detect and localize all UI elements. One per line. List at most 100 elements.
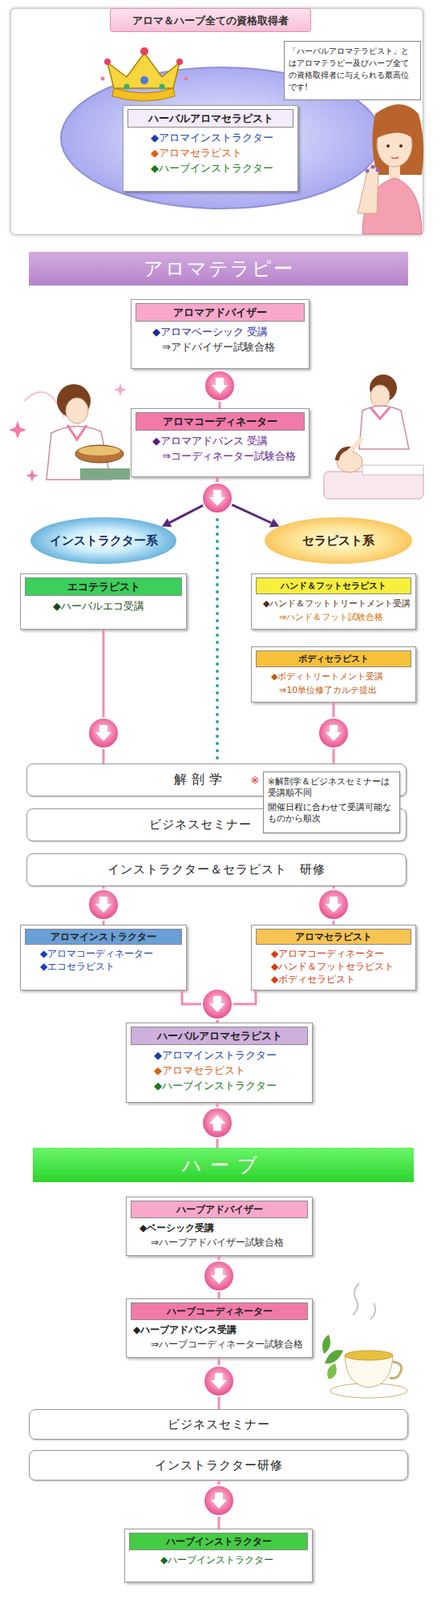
box-line: ◆アロマインストラクター (126, 1047, 312, 1063)
note-text: ※解剖学＆ビジネスセミナーは受講順不同 (267, 775, 396, 798)
arrow-glyph (325, 896, 342, 913)
arrow-glyph (209, 489, 226, 506)
box-line: ◆ボディトリートメント受講 (251, 669, 416, 684)
crown-symbol (101, 47, 189, 102)
box-heading: ハーバルアロマセラピスト (127, 109, 294, 128)
flow-arrow (203, 1357, 235, 1409)
box-line: ◆ハーブインストラクター (125, 1552, 312, 1567)
flow-arrow (203, 1255, 235, 1299)
connector-line (216, 1102, 219, 1123)
flow-arrow (202, 1102, 233, 1148)
step-bar: インストラクター＆セラピスト 研修 (26, 853, 407, 887)
step-label: ビジネスセミナー (149, 817, 252, 833)
box-line: ◆ボディセラピスト (251, 972, 416, 986)
box-heading: ボディセラピスト (255, 650, 412, 668)
box-line: ◆ハーブインストラクター (123, 160, 298, 176)
arrow-circle (203, 1484, 235, 1516)
arrow-glyph (210, 1492, 227, 1509)
connector-line (218, 1500, 221, 1529)
box-line: ◆アロマインストラクター (123, 129, 298, 146)
connector-line (218, 368, 222, 386)
connector-line (182, 990, 218, 1004)
flow-arrow (203, 1480, 235, 1529)
connector-line (230, 504, 272, 523)
arrow-glyph (209, 1114, 226, 1131)
connector-line (216, 1003, 219, 1023)
box-line: ◆アロマセラピスト (123, 145, 298, 161)
step-label: ビジネスセミナー (167, 1416, 271, 1433)
box-heading: エコテラピスト (24, 577, 183, 596)
box-heading: ハンド＆フットセラピスト (255, 577, 412, 595)
arrow-circle (202, 482, 233, 514)
connector-line (218, 385, 222, 409)
ellipse-label: セラピスト系 (302, 533, 375, 549)
flow-arrow (202, 477, 233, 761)
box-line: ◆アロマベーシック 受講 (131, 323, 309, 340)
flow-arrow (202, 477, 280, 527)
arrow-glyph (209, 489, 226, 506)
arrow-circle (88, 889, 119, 920)
box-line: ⇒10単位修了カルテ提出 (251, 683, 416, 697)
callout-text: 「ハーバルアロマテラピスト」とはアロマテラピー及びハーブ全ての資格取得者に与えら… (288, 44, 417, 94)
connector-line (216, 1003, 219, 1023)
box-line: ⇒ハンド＆フット試験合格 (251, 610, 416, 624)
box-heading: ハーブインストラクター (129, 1532, 308, 1550)
flow-arrow (204, 368, 235, 409)
title-tab: アロマ＆ハーブ全ての資格取得者 (109, 8, 312, 33)
step-label: 解剖学 (173, 771, 227, 789)
woman-with-bowl (8, 383, 130, 482)
box-line: ⇒アドバイザー試験合格 (131, 339, 309, 355)
arrow-circle (318, 889, 349, 920)
box-line: ◆ハーブアドバンス受講 (126, 1322, 312, 1337)
box-line: ◆ハンド＆フットセラピスト (251, 959, 416, 973)
arrow-circle (318, 717, 349, 749)
section-band: アロマテラピー (28, 251, 409, 286)
arrow-circle (202, 988, 233, 1020)
arrow-circle (203, 1365, 235, 1396)
connector-line (332, 702, 336, 733)
step-bar: インストラクター研修 (28, 1449, 409, 1481)
dotted-line (215, 519, 219, 761)
process-box: アロマインストラクター◆アロマコーディネーター◆エコセラピスト (20, 924, 187, 991)
connector-line (332, 886, 336, 905)
box-line: ◆エコセラピスト (20, 959, 187, 973)
box-heading: ハーバルアロマセラピスト (130, 1026, 308, 1045)
arrow-head (161, 517, 173, 527)
box-heading: アロマアドバイザー (135, 303, 305, 322)
note-mark: ※ (250, 773, 260, 786)
ellipse-label: インストラクター系 (49, 533, 158, 549)
box-heading: ハーブコーディネーター (130, 1302, 308, 1320)
connector-line (218, 1255, 221, 1276)
connector-line (216, 477, 219, 498)
connector-line (216, 1122, 219, 1148)
arrow-glyph (210, 1372, 227, 1389)
connector-line (216, 477, 219, 498)
step-label: インストラクター＆セラピスト 研修 (107, 861, 326, 878)
box-line: ◆ハーバルエコ受講 (20, 598, 187, 614)
group-box: アロマ＆ハーブ全ての資格取得者「ハーバルアロマテラピスト」とはアロマテラピー及び… (10, 8, 424, 235)
box-line: ⇒コーディネーター試験合格 (131, 448, 309, 464)
arrow-circle (204, 370, 235, 401)
arrow-glyph (209, 995, 226, 1012)
flow-arrow (161, 477, 233, 527)
process-box: ボディセラピスト◆ボディトリートメント受講⇒10単位修了カルテ提出 (250, 646, 417, 703)
box-heading: アロマコーディネーター (135, 412, 305, 431)
arrow-glyph (209, 995, 226, 1012)
box-line: ◆アロマセラピスト (126, 1062, 312, 1078)
box-heading: アロマセラピスト (255, 928, 412, 945)
connector-line (332, 904, 336, 925)
category-ellipse: セラピスト系 (264, 517, 413, 564)
process-box: アロマコーディネーター◆アロマアドバンス 受講⇒コーディネーター試験合格 (130, 408, 310, 478)
process-box: ハーブコーディネーター◆ハーブアドバンス受講⇒ハーブコーディネーター試験合格 (125, 1298, 313, 1358)
section-band: ハーブ (32, 1147, 414, 1182)
box-heading: ハーブアドバイザー (130, 1200, 308, 1218)
woman-illustration (357, 104, 424, 235)
process-box: アロマセラピスト◆アロマコーディネーター◆ハンド＆フットセラピスト◆ボディセラピ… (250, 924, 417, 991)
connector-line (216, 477, 219, 498)
arrow-glyph (325, 724, 342, 741)
box-line: ◆ベーシック受講 (126, 1220, 312, 1235)
step-label: インストラクター研修 (154, 1457, 284, 1473)
flow-arrow (318, 886, 349, 925)
massage-illustration (323, 374, 424, 499)
